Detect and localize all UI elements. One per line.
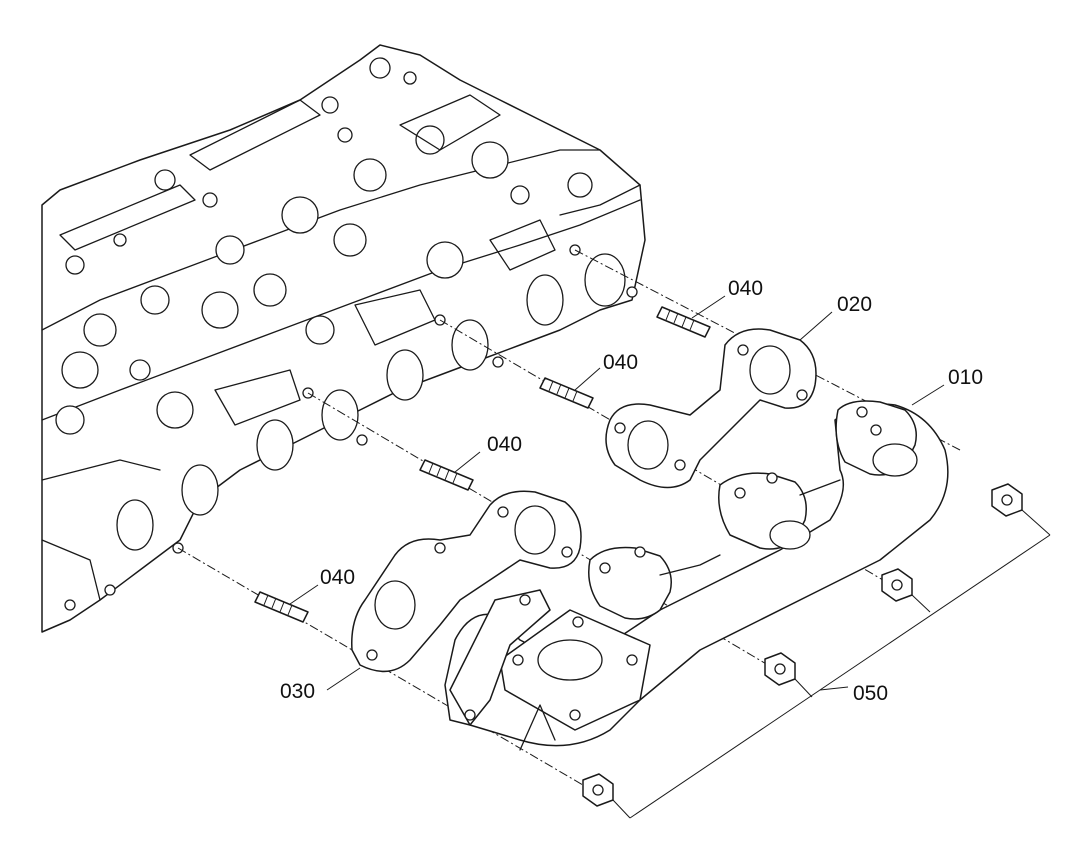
callout-020: 020 — [837, 293, 872, 316]
nut-group-bracket — [612, 509, 1051, 819]
callout-040-second: 040 — [603, 351, 638, 374]
studs — [254, 306, 711, 623]
stud-2 — [539, 377, 594, 409]
nut-4 — [582, 773, 614, 807]
stud-3 — [419, 459, 474, 491]
stud-1 — [656, 306, 711, 338]
callout-030: 030 — [280, 680, 315, 703]
stud-4 — [254, 591, 309, 623]
cylinder-head — [41, 44, 646, 633]
callout-050: 050 — [853, 682, 888, 705]
callout-040-third: 040 — [487, 433, 522, 456]
callout-040-top: 040 — [728, 277, 763, 300]
nut-3 — [764, 652, 796, 686]
gasket-020 — [605, 328, 817, 489]
nut-2 — [881, 568, 913, 602]
callout-010: 010 — [948, 366, 983, 389]
exhaust-manifold — [444, 400, 949, 751]
nuts — [582, 483, 1023, 807]
nut-1 — [991, 483, 1023, 517]
leader-lines — [289, 295, 945, 691]
callout-040-bottom: 040 — [320, 566, 355, 589]
gasket-030 — [351, 490, 582, 673]
